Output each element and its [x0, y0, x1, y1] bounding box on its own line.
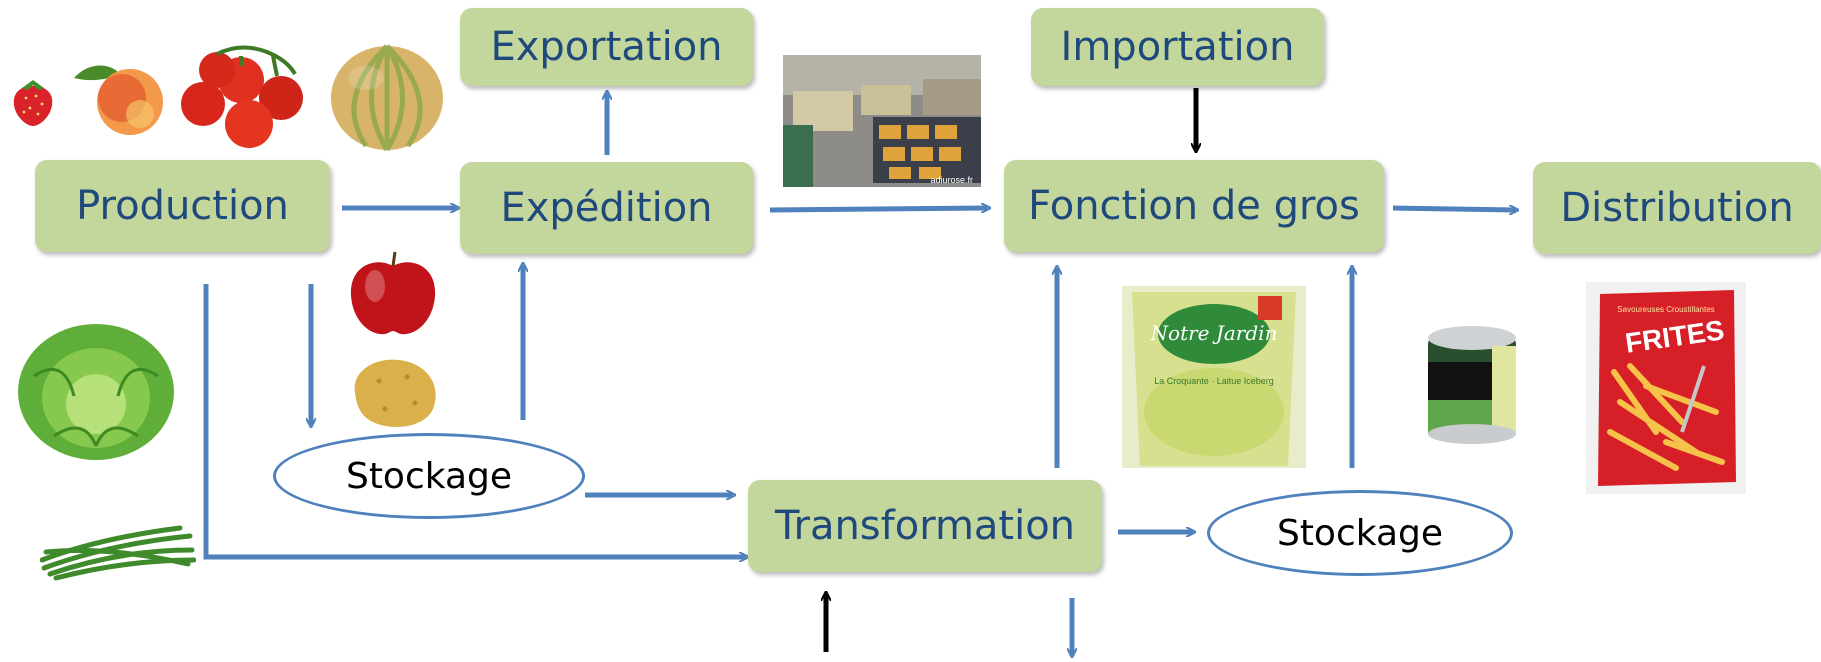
- salad-sub-text: La Croquante · Laitue Iceberg: [1154, 376, 1274, 386]
- market-credit-text: adiurose.fr: [930, 175, 973, 185]
- arrow-production-transformation: [203, 284, 746, 557]
- apple-image: [350, 251, 436, 335]
- potato-image: [354, 359, 436, 427]
- bagged-salad-image: Notre Jardin La Croquante · Laitue Icebe…: [1122, 286, 1306, 468]
- node-exportation: Exportation: [460, 8, 753, 86]
- node-stockage-1: Stockage: [273, 433, 585, 519]
- node-transformation: Transformation: [748, 480, 1102, 572]
- node-expedition: Expédition: [460, 162, 753, 254]
- node-importation: Importation: [1031, 8, 1324, 86]
- node-distribution: Distribution: [1533, 162, 1821, 254]
- fries-bag-image: Savoureuses Croustillantes FRITES: [1586, 282, 1746, 494]
- market-crates-image: adiurose.fr: [783, 55, 981, 187]
- node-production: Production: [35, 160, 330, 252]
- green-beans-image: [40, 525, 196, 581]
- melon-image: [331, 44, 443, 152]
- fries-sub-text: Savoureuses Croustillantes: [1617, 305, 1714, 314]
- canned-vegetables-image: [1428, 326, 1516, 444]
- arrow-gros-distribution: [1392, 208, 1516, 210]
- arrow-expedition-gros: [769, 208, 988, 210]
- lettuce-image: [18, 324, 174, 460]
- strawberry-image: [13, 80, 53, 126]
- tomatoes-image: [181, 45, 303, 148]
- node-stockage-2: Stockage: [1207, 490, 1513, 576]
- salad-brand-text: Notre Jardin: [1150, 321, 1278, 345]
- peach-image: [74, 65, 163, 135]
- node-fonction-de-gros: Fonction de gros: [1004, 160, 1384, 252]
